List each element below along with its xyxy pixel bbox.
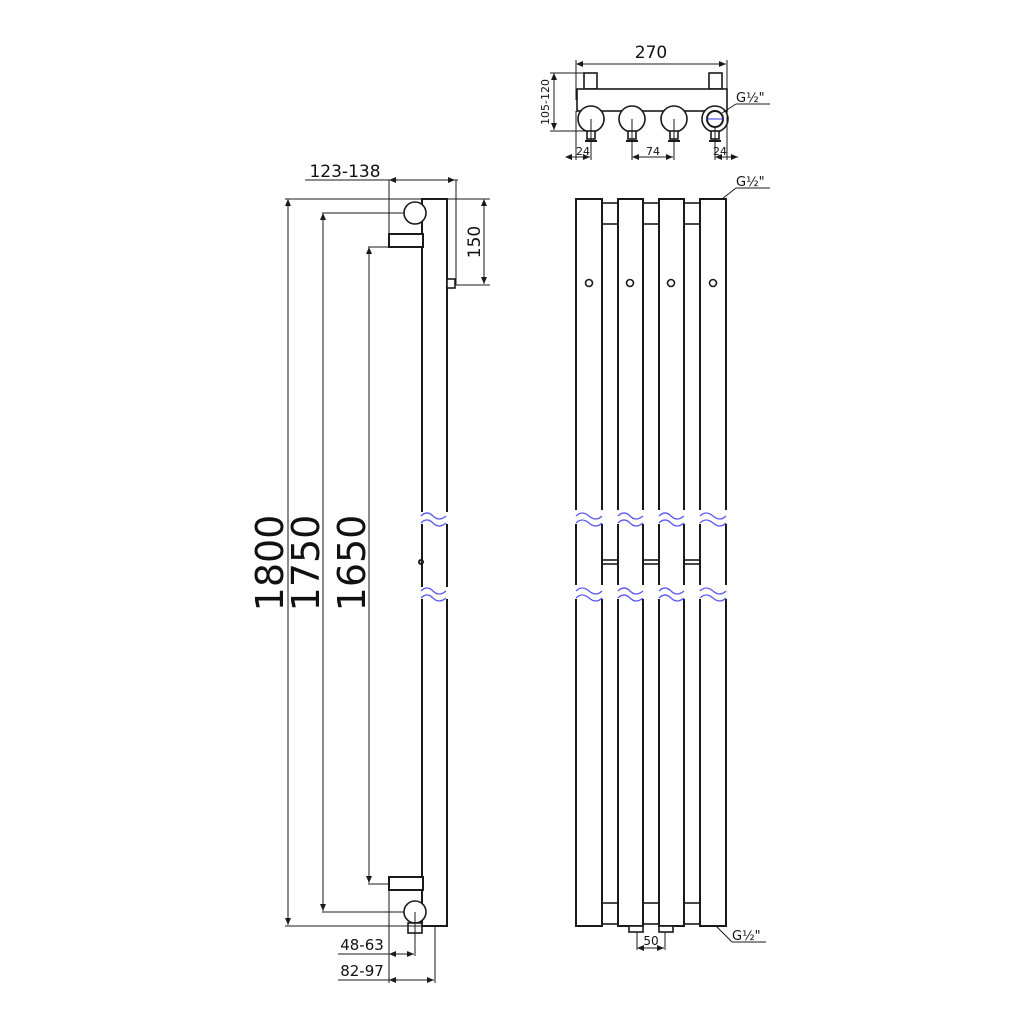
dim-bracket-spacing-label: 1650 <box>330 515 374 612</box>
wall-bracket-left <box>583 72 598 90</box>
tube-4 <box>699 198 727 927</box>
dim-pitch-label: 74 <box>646 145 660 158</box>
thread-label-front-bottom: G½" <box>732 929 761 944</box>
bracket-bottom <box>388 876 424 891</box>
thread-label-front-top: G½" <box>736 175 765 190</box>
dim-total-height-label: 1800 <box>248 515 292 612</box>
dim-left-offset-label: 24 <box>576 145 590 158</box>
dim-connection-spacing-label: 50 <box>643 934 658 948</box>
tube-2 <box>617 198 644 927</box>
front-view: G½" 50 G½" <box>574 175 770 951</box>
wall-bracket-right <box>708 72 723 90</box>
tubes <box>575 198 727 927</box>
break-marks-front <box>574 510 730 602</box>
bleed-valve <box>446 278 456 289</box>
top-connection <box>403 201 427 225</box>
side-view: 123-138 150 1800 1750 1650 <box>248 162 490 983</box>
bracket-top <box>388 233 424 248</box>
dim-side-depth-label: 123-138 <box>309 162 380 182</box>
mounting-holes <box>584 278 718 288</box>
tube-3 <box>658 198 685 927</box>
break-marks-side <box>420 512 450 602</box>
dim-connection-height-label: 1750 <box>284 515 328 612</box>
dim-width-label: 270 <box>635 43 667 63</box>
tube-circles <box>577 105 729 160</box>
dim-connection-offset-label: 48-63 <box>340 936 384 954</box>
dim-bracket-label: 150 <box>465 226 485 258</box>
dim-wall-distance-label: 82-97 <box>340 962 384 980</box>
radiator-body-top <box>576 88 728 112</box>
dim-right-offset-label: 24 <box>713 145 727 158</box>
dim-depth-label: 105-120 <box>539 79 552 125</box>
thread-label-top-view: G½" <box>736 91 765 106</box>
top-view: 270 105-120 <box>539 43 770 160</box>
radiator-body-side <box>421 198 448 927</box>
tube-1 <box>575 198 603 927</box>
